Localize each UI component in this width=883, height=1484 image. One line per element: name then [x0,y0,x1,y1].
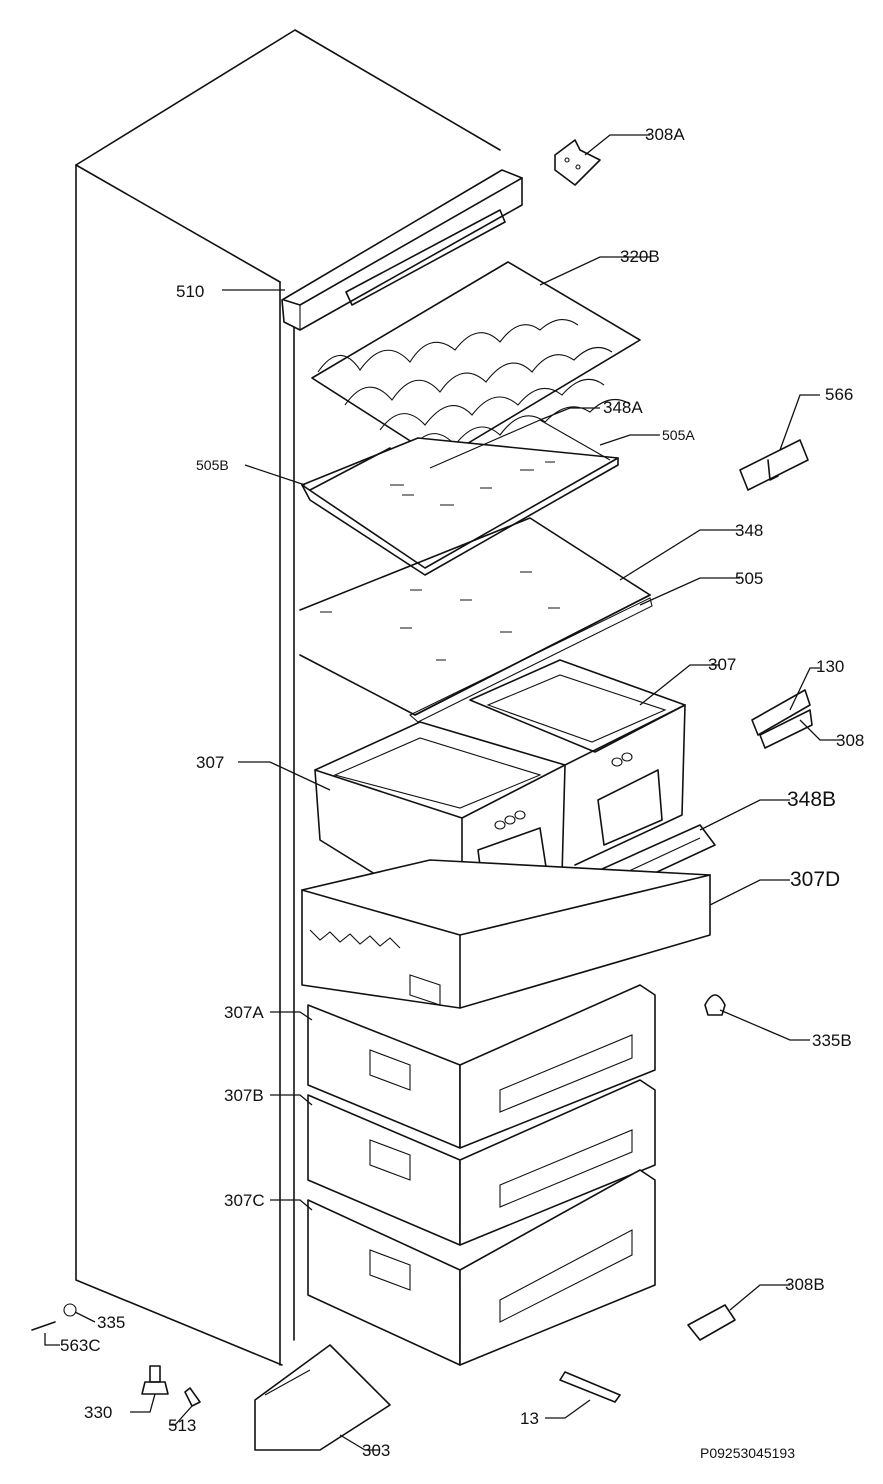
label-307B: 307B [224,1086,264,1105]
small-parts-left [31,1303,201,1407]
label-303: 303 [362,1441,390,1460]
part-labels: 308A 320B 510 348A 505A 505B 566 348 505… [60,125,864,1461]
label-348A: 348A [603,398,643,417]
label-510: 510 [176,282,204,301]
cabinet-body [75,29,501,1366]
hinge-13 [559,1371,621,1403]
label-308B: 308B [785,1275,825,1294]
label-307A: 307A [224,1003,264,1022]
label-335B: 335B [812,1031,852,1050]
drawer-307A [307,984,656,1149]
label-308A: 308A [645,125,685,144]
label-505A: 505A [662,427,695,443]
label-307-left: 307 [196,753,224,772]
label-308: 308 [836,731,864,750]
label-307D: 307D [790,868,840,891]
leader-lines [44,134,840,1451]
label-505: 505 [735,569,763,588]
label-513: 513 [168,1416,196,1435]
label-307C: 307C [224,1191,265,1210]
bracket-566 [739,439,809,491]
label-130: 130 [816,657,844,676]
shelf-348A [301,419,619,576]
label-335: 335 [97,1313,125,1332]
cap-335B [704,994,726,1016]
drawer-307D [301,859,711,1009]
label-320B: 320B [620,247,660,266]
drawer-307B [307,1079,656,1246]
label-307-top: 307 [708,655,736,674]
label-13: 13 [520,1409,539,1428]
hinge-308A [554,139,601,186]
label-330: 330 [84,1403,112,1422]
control-panel-510 [281,169,523,331]
glass-shelf-348 [299,517,653,723]
hinge-308-130 [751,689,813,749]
label-505B: 505B [196,457,229,473]
label-348B: 348B [787,788,836,811]
drawer-307C [307,1169,656,1366]
label-348: 348 [735,521,763,540]
label-566: 566 [825,385,853,404]
drawing-code: P09253045193 [700,1445,795,1461]
bottle-rack-320B [311,261,641,461]
label-563C: 563C [60,1336,101,1355]
kick-plate-303 [254,1344,391,1451]
hinge-308B [687,1304,736,1341]
crisper-307-right [469,659,686,866]
